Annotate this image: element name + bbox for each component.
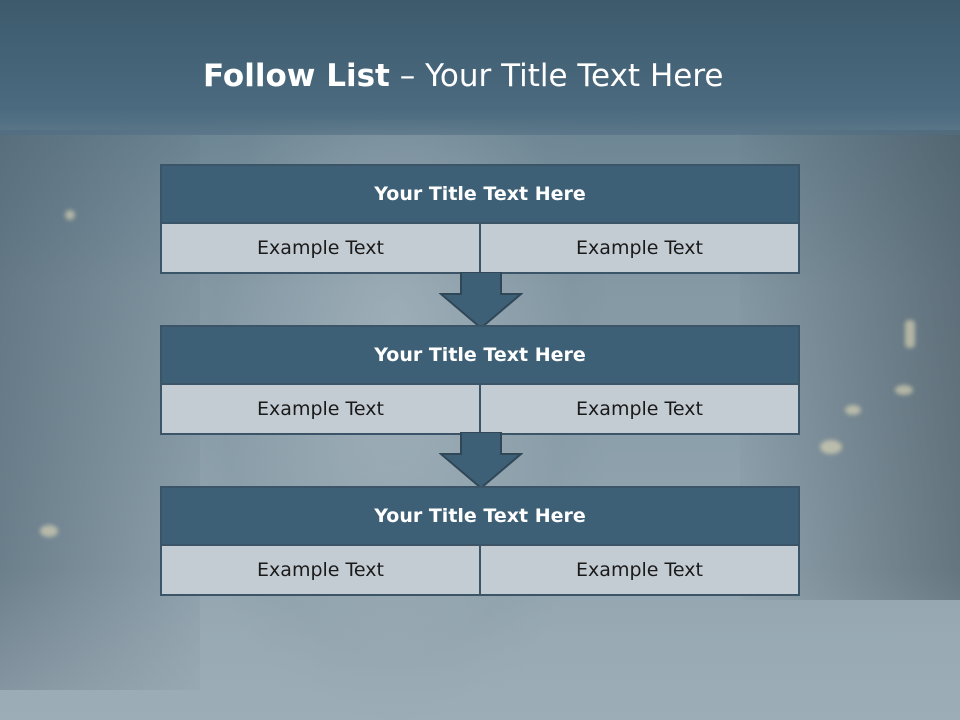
slide-title-rest: – Your Title Text Here: [399, 58, 724, 94]
down-arrow-icon: [439, 432, 523, 490]
background-light: [820, 440, 842, 454]
list-block-row: Example Text Example Text: [162, 224, 798, 272]
list-block-cell-left: Example Text: [162, 385, 479, 433]
list-block-3: Your Title Text Here Example Text Exampl…: [160, 486, 800, 596]
list-block-title: Your Title Text Here: [162, 166, 798, 224]
background-light: [895, 385, 913, 395]
slide-title-bold: Follow List: [203, 58, 390, 94]
background-light: [65, 210, 75, 220]
list-block-row: Example Text Example Text: [162, 546, 798, 594]
list-block-cell-left: Example Text: [162, 224, 479, 272]
list-block-row: Example Text Example Text: [162, 385, 798, 433]
list-block-cell-right: Example Text: [479, 224, 798, 272]
list-block-2: Your Title Text Here Example Text Exampl…: [160, 325, 800, 435]
list-block-title: Your Title Text Here: [162, 327, 798, 385]
list-block-title: Your Title Text Here: [162, 488, 798, 546]
background-light: [905, 320, 915, 348]
list-block-cell-right: Example Text: [479, 385, 798, 433]
down-arrow-icon: [439, 272, 523, 330]
list-block-1: Your Title Text Here Example Text Exampl…: [160, 164, 800, 274]
header-band: [0, 0, 960, 135]
list-block-cell-left: Example Text: [162, 546, 479, 594]
slide-title: Follow List – Your Title Text Here: [0, 54, 960, 98]
background-light: [845, 405, 861, 415]
list-block-cell-right: Example Text: [479, 546, 798, 594]
background-light: [40, 525, 58, 537]
